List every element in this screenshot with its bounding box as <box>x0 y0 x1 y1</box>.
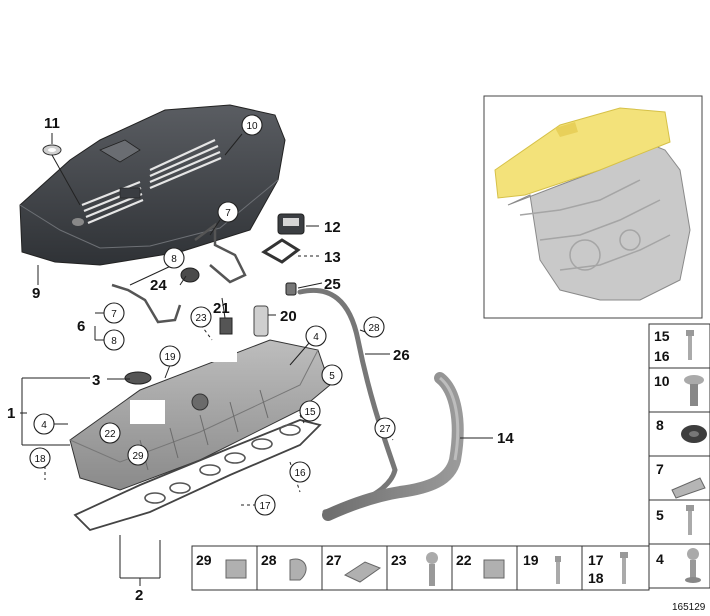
callout-circled-27: 27 <box>374 417 396 439</box>
bolt-icon <box>686 330 694 360</box>
svg-text:29: 29 <box>132 451 144 462</box>
part-2-gasket <box>73 419 322 532</box>
callout-circled-10: 10 <box>241 114 263 136</box>
svg-text:7: 7 <box>656 461 664 477</box>
part-6-bracket-lower <box>111 283 182 324</box>
callout-circled-19: 19 <box>159 345 181 367</box>
part-11-clip <box>42 144 62 156</box>
part-25-clamp <box>285 282 297 296</box>
clip-icon <box>671 477 706 499</box>
ball-stud-icon <box>685 548 701 583</box>
svg-text:5: 5 <box>656 507 664 523</box>
callout-circled-8a: 8 <box>163 247 185 269</box>
svg-text:8: 8 <box>171 254 177 265</box>
callout-circled-15: 15 <box>299 400 321 422</box>
callout-21: 21 <box>213 300 230 317</box>
callouts-bold: 11 9 12 13 24 25 21 20 6 26 3 1 14 2 <box>7 115 514 604</box>
svg-text:23: 23 <box>195 313 207 324</box>
svg-text:17: 17 <box>588 552 604 568</box>
svg-text:18: 18 <box>34 454 46 465</box>
svg-text:4: 4 <box>41 420 47 431</box>
callout-12: 12 <box>324 219 341 236</box>
cover-stripes <box>81 139 222 225</box>
svg-text:28: 28 <box>368 323 380 334</box>
hose-clip-icon <box>289 558 307 581</box>
callout-circled-4a: 4 <box>305 325 327 347</box>
nut-clip-icon <box>225 559 247 579</box>
svg-text:22: 22 <box>456 552 472 568</box>
svg-text:18: 18 <box>588 570 604 586</box>
callout-25: 25 <box>324 276 341 293</box>
svg-text:27: 27 <box>326 552 342 568</box>
part-20-sleeve <box>253 305 269 337</box>
svg-text:23: 23 <box>391 552 407 568</box>
part-24-grommet <box>180 267 200 283</box>
svg-text:15: 15 <box>304 407 316 418</box>
svg-text:19: 19 <box>164 352 176 363</box>
callout-1: 1 <box>7 405 15 422</box>
rubber-grommet-icon <box>681 425 707 443</box>
grommet-icon <box>684 375 704 406</box>
svg-text:15: 15 <box>654 328 670 344</box>
part-13-seal <box>261 238 301 264</box>
svg-text:5: 5 <box>329 371 335 382</box>
svg-text:10: 10 <box>654 373 670 389</box>
pin-icon <box>555 556 561 584</box>
svg-text:7: 7 <box>111 309 117 320</box>
svg-text:16: 16 <box>654 348 670 364</box>
callout-14: 14 <box>497 430 514 447</box>
svg-text:19: 19 <box>523 552 539 568</box>
diagram-id: 165129 <box>672 602 706 613</box>
callout-6: 6 <box>77 318 85 335</box>
part-7-bracket-upper <box>194 222 247 284</box>
callout-circled-5a: 5 <box>321 364 343 386</box>
callout-circled-17: 17 <box>254 494 276 516</box>
callout-2: 2 <box>135 587 143 604</box>
svg-text:8: 8 <box>111 336 117 347</box>
svg-text:28: 28 <box>261 552 277 568</box>
part-15-16-spark-gaskets <box>144 424 301 504</box>
callout-circled-7a: 7 <box>217 201 239 223</box>
bracket-clip-icon <box>343 561 382 583</box>
callout-11: 11 <box>44 115 60 132</box>
screw-icon <box>426 552 438 586</box>
callout-circled-7b: 7 <box>103 302 125 324</box>
engine-cover <box>19 104 286 266</box>
svg-text:29: 29 <box>196 552 212 568</box>
part-14-breather-pipe <box>322 372 464 521</box>
callout-13: 13 <box>324 249 341 266</box>
svg-text:8: 8 <box>656 417 664 433</box>
callout-9: 9 <box>32 285 40 302</box>
nut-icon <box>483 559 505 579</box>
svg-text:27: 27 <box>379 424 391 435</box>
part-21-valve <box>219 317 233 335</box>
callout-circled-29: 29 <box>127 444 149 466</box>
callout-circled-22: 22 <box>99 422 121 444</box>
part-12-oil-cap <box>277 213 305 235</box>
callouts-circled: 10 7 8 7 8 23 4 28 19 5 4 22 15 29 27 18… <box>29 114 396 516</box>
callout-24: 24 <box>150 277 167 294</box>
svg-text:4: 4 <box>313 332 319 343</box>
inset-engine-view <box>483 95 703 319</box>
callout-circled-8b: 8 <box>103 329 125 351</box>
bottom-panel: 29 28 27 23 22 19 17 18 <box>191 545 650 591</box>
callout-circled-16: 16 <box>289 461 311 483</box>
callout-3: 3 <box>92 372 100 389</box>
svg-text:22: 22 <box>104 429 116 440</box>
callout-circled-4b: 4 <box>33 413 55 435</box>
callout-26: 26 <box>393 347 410 364</box>
callout-circled-18: 18 <box>29 447 51 469</box>
svg-text:10: 10 <box>246 121 258 132</box>
svg-text:4: 4 <box>656 551 664 567</box>
svg-text:17: 17 <box>259 501 271 512</box>
side-panel: 15 16 10 8 7 5 4 <box>648 323 710 589</box>
svg-text:7: 7 <box>225 208 231 219</box>
callout-20: 20 <box>280 308 297 325</box>
stud-bolt-icon <box>620 552 628 584</box>
callout-circled-28: 28 <box>363 316 385 338</box>
callout-circled-23: 23 <box>190 306 212 328</box>
stud-icon <box>686 505 694 535</box>
svg-text:16: 16 <box>294 468 306 479</box>
